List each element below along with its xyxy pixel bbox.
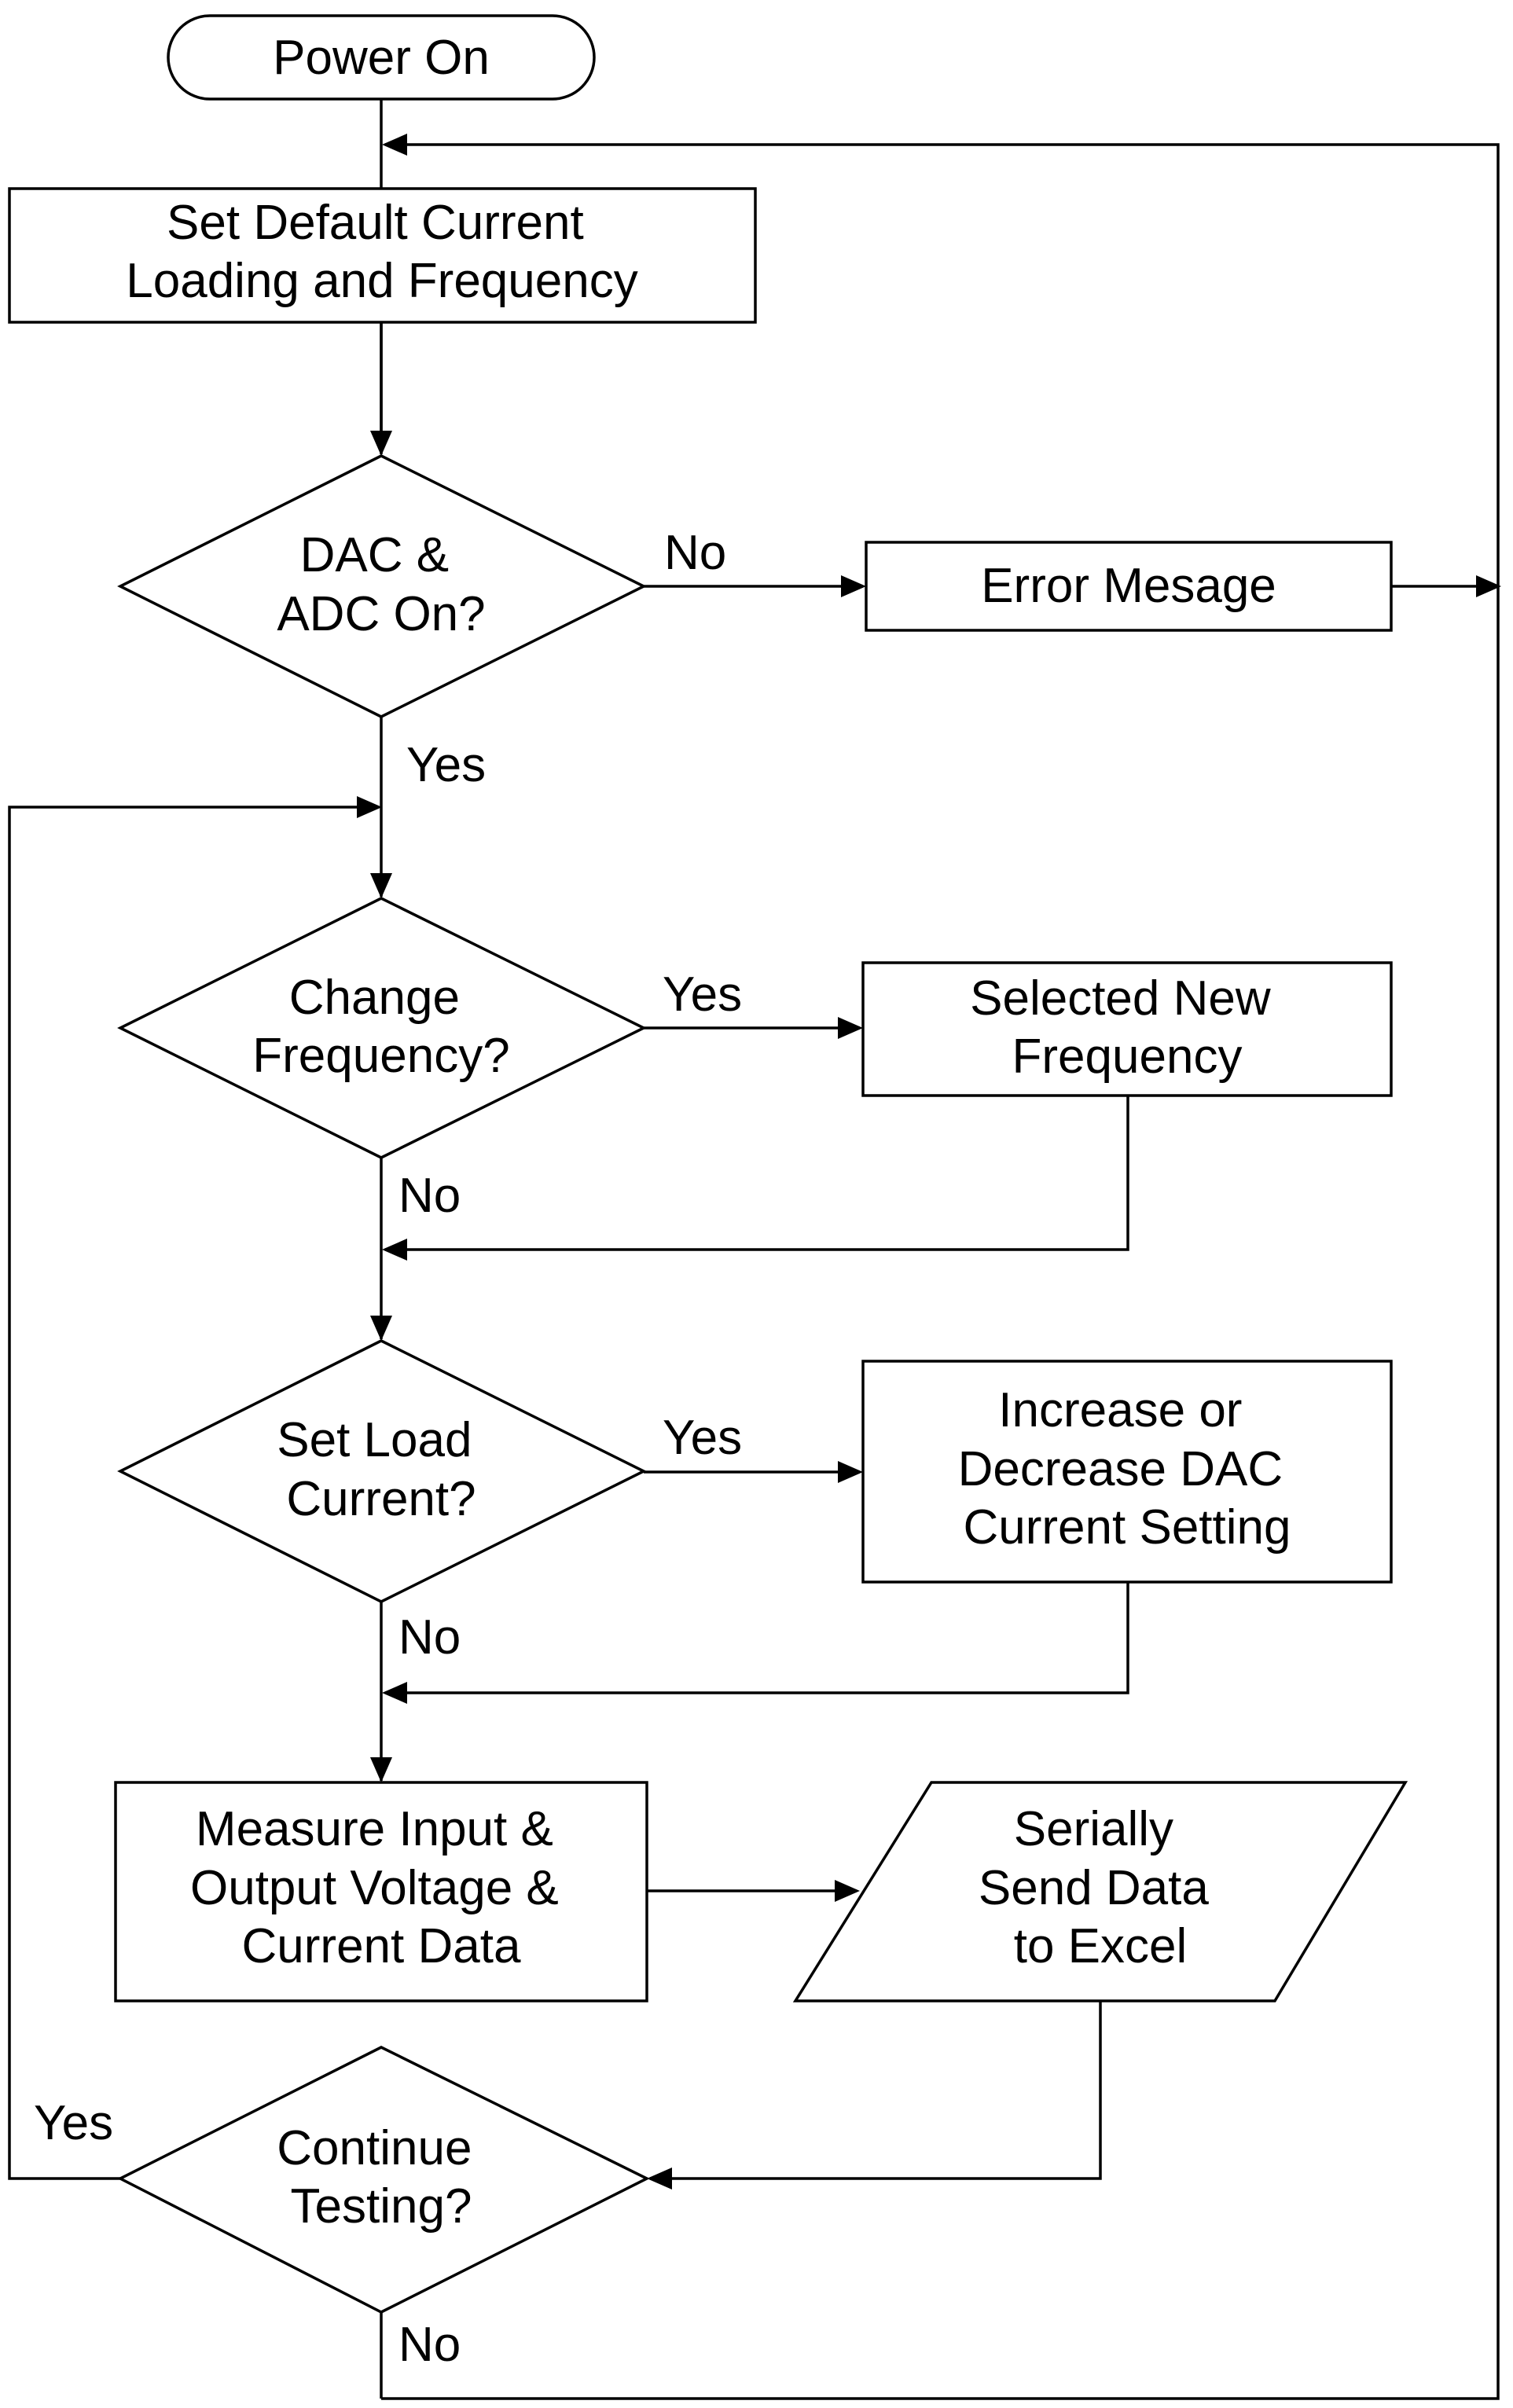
node-change-frequency: Change Frequency? bbox=[117, 897, 647, 1159]
arrowheads bbox=[357, 134, 1501, 2190]
label-freq-yes: Yes bbox=[663, 967, 742, 1022]
arrowhead-increase-return bbox=[382, 1682, 407, 1704]
label-dac-no: No bbox=[664, 526, 726, 580]
label-continue-no: No bbox=[398, 2318, 461, 2372]
node-text: Serially Send Data to Excel bbox=[979, 1802, 1222, 1973]
connectors bbox=[8, 99, 1500, 2400]
node-text: Change Frequency? bbox=[252, 971, 509, 1083]
arrowhead-into-main-top bbox=[382, 134, 407, 156]
arrowhead-into-loop-right bbox=[1476, 575, 1501, 597]
node-set-default: Set Default Current Loading and Frequenc… bbox=[8, 187, 757, 324]
node-selected-new-frequency: Selected New Frequency bbox=[861, 961, 1393, 1097]
connector-loop-right bbox=[381, 143, 1500, 2400]
node-text: Selected New Frequency bbox=[970, 971, 1284, 1084]
arrowhead-into-serial bbox=[835, 1880, 860, 1902]
label-freq-no: No bbox=[398, 1169, 461, 1223]
label-continue-yes: Yes bbox=[34, 2096, 113, 2150]
node-text: Increase or Decrease DAC Current Setting bbox=[958, 1383, 1297, 1555]
arrowhead-into-dac bbox=[370, 431, 392, 456]
node-dac-adc-on: DAC & ADC On? bbox=[117, 454, 647, 718]
terminator-shape bbox=[167, 14, 596, 101]
decision-diamond bbox=[117, 454, 647, 718]
node-text: Set Load Current? bbox=[277, 1413, 485, 1526]
node-error-message: Error Mesage bbox=[865, 541, 1393, 632]
data-parallelogram bbox=[792, 1781, 1408, 2002]
label-dac-yes: Yes bbox=[406, 738, 486, 792]
label-load-yes: Yes bbox=[663, 1411, 742, 1465]
connector-serial-to-continue bbox=[650, 2001, 1102, 2180]
arrowhead-into-measure bbox=[370, 1757, 392, 1782]
arrowhead-into-continue bbox=[647, 2168, 672, 2190]
node-continue-testing: Continue Testing? bbox=[117, 2046, 650, 2314]
node-set-load-current: Set Load Current? bbox=[117, 1339, 647, 1603]
node-text: Power On bbox=[273, 31, 490, 85]
node-serial-send: Serially Send Data to Excel bbox=[792, 1781, 1408, 2002]
node-increase-decrease: Increase or Decrease DAC Current Setting bbox=[861, 1360, 1393, 1584]
node-power-on: Power On bbox=[167, 14, 596, 101]
decision-diamond bbox=[117, 897, 647, 1159]
decision-diamond bbox=[117, 1339, 647, 1603]
node-text: Set Default Current Loading and Frequenc… bbox=[126, 196, 637, 308]
edge-labels: No Yes Yes No Yes No Yes No bbox=[34, 526, 742, 2372]
node-text: Error Mesage bbox=[981, 559, 1276, 613]
decision-diamond bbox=[117, 2046, 650, 2314]
arrowhead-into-increase bbox=[838, 1461, 863, 1483]
process-box bbox=[861, 1360, 1393, 1584]
arrowhead-into-selected bbox=[838, 1017, 863, 1039]
arrowhead-selected-return bbox=[382, 1239, 407, 1261]
process-box bbox=[861, 961, 1393, 1097]
node-text: Measure Input & Output Voltage & Current… bbox=[190, 1802, 572, 1973]
node-text: DAC & ADC On? bbox=[277, 528, 485, 641]
label-load-no: No bbox=[398, 1610, 461, 1665]
process-box bbox=[865, 541, 1393, 632]
arrowhead-into-set-load bbox=[370, 1316, 392, 1341]
arrowhead-into-change-freq bbox=[370, 873, 392, 898]
connector-loop-left bbox=[8, 806, 379, 2180]
connector-selected-return bbox=[385, 1096, 1129, 1251]
process-box bbox=[8, 187, 757, 324]
connector-increase-return bbox=[385, 1582, 1129, 1694]
node-measure: Measure Input & Output Voltage & Current… bbox=[114, 1781, 648, 2002]
arrowhead-into-error bbox=[841, 575, 866, 597]
node-text: Continue Testing? bbox=[277, 2121, 485, 2234]
arrowhead-into-main-yes bbox=[357, 796, 382, 818]
process-box bbox=[114, 1781, 648, 2002]
